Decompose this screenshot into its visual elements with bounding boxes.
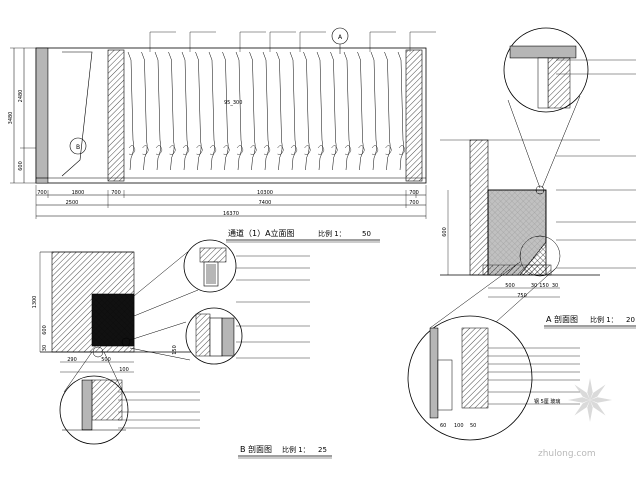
fin-ornament xyxy=(236,145,244,155)
fin-ornament xyxy=(196,145,203,155)
fin-ornament xyxy=(142,145,149,155)
section-a-scale-prefix: 比例 1： xyxy=(590,315,618,324)
fin-ornament xyxy=(344,145,352,155)
sec-a-dim-4: 30 xyxy=(552,283,558,289)
elevation-title: 通道（1）A立面图 xyxy=(228,228,295,238)
section-a-scale-value: 20 xyxy=(626,316,635,324)
dim-seg-main: 10300 xyxy=(257,190,273,196)
elevation-view: B A 95_300 3480 2480 600 700 1800 700 10… xyxy=(8,27,436,243)
fin xyxy=(316,51,323,171)
sec-a-detail-dim-1: 60 xyxy=(440,423,446,429)
fin-ornament xyxy=(385,145,392,155)
sec-a-dim-3: 150 xyxy=(539,283,549,289)
fin xyxy=(276,51,283,171)
dim-height-total: 3480 xyxy=(8,112,14,125)
fin xyxy=(235,51,242,171)
fin-ornament xyxy=(169,145,176,155)
fin xyxy=(343,51,350,171)
callout-a-label: A xyxy=(338,34,343,41)
watermark-text: zhulong.com xyxy=(538,449,596,459)
sec-a-height: 600 xyxy=(442,227,448,237)
section-a-title: A 剖面图 xyxy=(546,314,578,324)
section-b-scale-value: 25 xyxy=(318,446,327,454)
section-b-view: 1300 600 30 150 290 500 100 B 剖面图 比例 1： … xyxy=(32,239,332,459)
fin xyxy=(370,51,377,171)
fin xyxy=(222,51,229,171)
fin-ornament xyxy=(250,145,257,155)
fin xyxy=(154,51,161,171)
fin xyxy=(181,51,188,171)
fin xyxy=(384,51,391,171)
fin xyxy=(397,51,404,171)
sec-b-b1: 290 xyxy=(67,357,77,363)
sec-b-d3: 150 xyxy=(172,345,178,355)
dim-seg-3: 700 xyxy=(111,190,121,196)
fin-ornament xyxy=(209,145,217,155)
fin-ornament xyxy=(277,145,284,155)
sec-b-d2: 30 xyxy=(42,345,48,351)
elevation-scale-prefix: 比例 1： xyxy=(318,229,346,238)
section-b-title: B 剖面图 xyxy=(240,444,272,454)
dim-row2-3: 700 xyxy=(409,200,419,206)
sec-a-detail-dim-2: 100 xyxy=(454,423,464,429)
fin-ornament xyxy=(304,145,311,155)
fin xyxy=(262,51,269,171)
fin-ornament xyxy=(263,145,271,155)
fin-ornament xyxy=(223,145,230,155)
fin xyxy=(357,51,364,171)
dim-row2-1: 2500 xyxy=(66,200,79,206)
fin xyxy=(168,51,175,171)
sec-a-detail-dim-3: 50 xyxy=(470,423,476,429)
fin-ornament xyxy=(128,145,136,155)
dim-height-upper: 2480 xyxy=(18,90,24,103)
section-a-view: 600 500 30 150 30 750 A 剖面图 比例 1： 20 60 … xyxy=(407,27,636,441)
dim-seg-1: 700 xyxy=(37,190,47,196)
sec-a-dim-2: 30 xyxy=(531,283,537,289)
sec-b-b2: 500 xyxy=(101,357,111,363)
fin-ornament xyxy=(371,145,379,155)
fin xyxy=(141,51,148,171)
vertical-fins xyxy=(127,51,406,171)
fin-ornament xyxy=(182,145,190,155)
dim-height-lower: 600 xyxy=(18,161,24,171)
center-label: 95_300 xyxy=(224,100,242,106)
sec-b-d1: 600 xyxy=(42,325,48,335)
fin xyxy=(249,51,256,171)
sec-b-height: 1300 xyxy=(32,296,38,309)
fin xyxy=(303,51,310,171)
sec-b-b3: 100 xyxy=(119,367,129,373)
fin-ornament xyxy=(155,145,163,155)
fin xyxy=(289,51,296,171)
section-b-scale-prefix: 比例 1： xyxy=(282,445,310,454)
fin xyxy=(208,51,215,171)
watermark-logo xyxy=(568,378,612,422)
dim-row2-2: 7400 xyxy=(259,200,272,206)
fin-ornament xyxy=(358,145,365,155)
fin xyxy=(127,51,134,171)
sec-a-detail-note: 钢 5厘 玻璃 xyxy=(534,398,560,405)
fin xyxy=(330,51,337,171)
fin-ornament xyxy=(317,145,325,155)
callout-b-circle xyxy=(69,137,87,155)
dim-seg-2: 1800 xyxy=(72,190,85,196)
dim-overall: 16370 xyxy=(223,211,239,217)
sec-a-dim-total: 750 xyxy=(517,293,527,299)
fin-ornament xyxy=(290,145,298,155)
fin-ornament xyxy=(331,145,338,155)
fin xyxy=(195,51,202,171)
elevation-scale-value: 50 xyxy=(362,230,371,238)
callout-b-label: B xyxy=(76,144,80,151)
fin-ornament xyxy=(398,145,406,155)
dim-seg-5: 700 xyxy=(409,190,419,196)
sec-a-dim-1: 500 xyxy=(505,283,515,289)
